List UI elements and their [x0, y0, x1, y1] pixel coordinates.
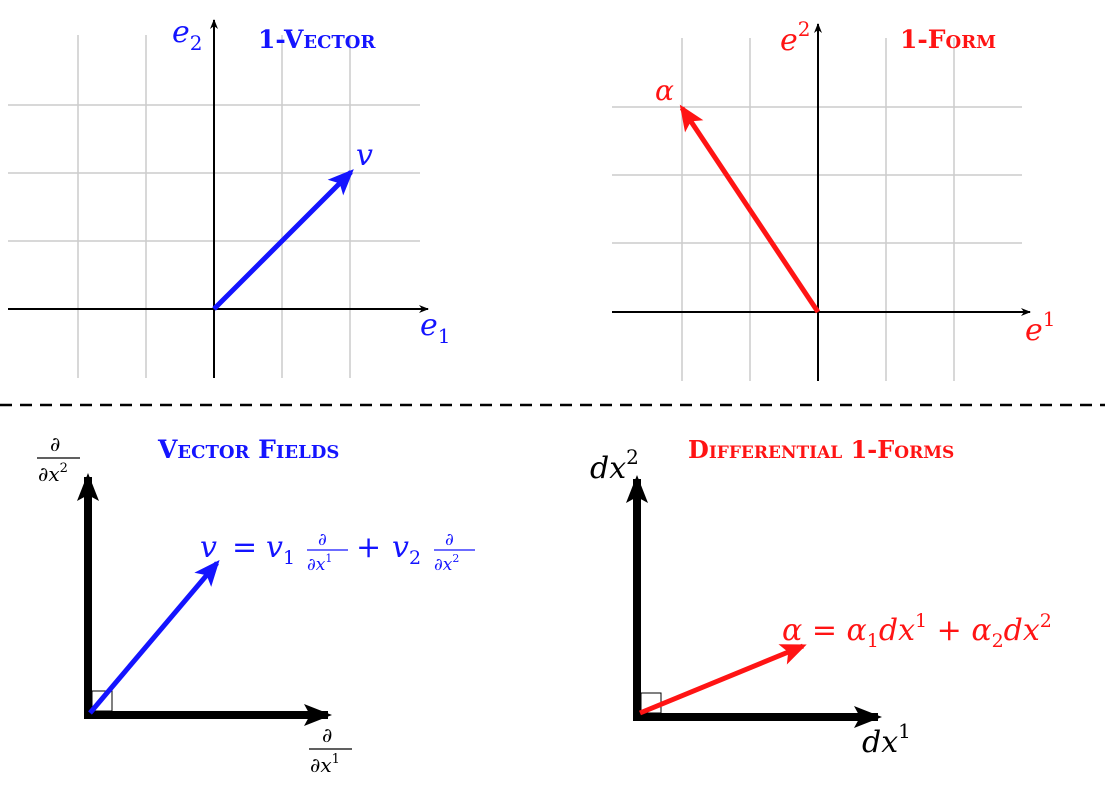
panel-1-form: 1-Form e2 e1 α — [612, 17, 1056, 381]
svg-text:v2: v2 — [392, 530, 421, 569]
vector-field-arrow — [88, 559, 220, 715]
svg-text:∂x1: ∂x1 — [310, 752, 340, 777]
vector-label-v: v — [356, 138, 373, 173]
panel-vector-fields: Vector Fields ∂ ∂x2 ∂ ∂x1 v = v1 ∂ ∂x1 +… — [37, 432, 475, 777]
form-label-alpha: α — [655, 74, 674, 107]
svg-text:=: = — [232, 530, 257, 565]
panel-differential-forms: Differential 1-Forms dx2 dx1 α = α1dx1 +… — [590, 435, 1052, 760]
svg-text:∂x2: ∂x2 — [38, 461, 68, 486]
axis-label-e2: e2 — [172, 15, 203, 55]
svg-text:+: + — [356, 530, 381, 565]
svg-text:∂: ∂ — [50, 432, 60, 456]
axis-label-dx1: dx1 — [862, 719, 911, 760]
axis-label-e1: e1 — [420, 308, 451, 348]
svg-text:∂x1: ∂x1 — [307, 552, 332, 575]
svg-text:∂: ∂ — [322, 723, 332, 747]
form-arrow-alpha — [679, 104, 821, 314]
axis-label-dx2: dx2 — [590, 445, 639, 486]
axis-label-partial-x1: ∂ ∂x1 — [309, 723, 352, 777]
axis-label-e-sup-2: e2 — [780, 17, 811, 58]
differential-form-arrow — [639, 643, 807, 716]
svg-text:v1: v1 — [266, 530, 295, 569]
svg-text:∂: ∂ — [445, 530, 454, 550]
right-angle-marker — [91, 690, 113, 712]
panel-1-vector: 1-Vector e2 e1 v — [8, 15, 451, 378]
panel-title-1-vector: 1-Vector — [258, 25, 376, 54]
equation-vector-field: v = v1 ∂ ∂x1 + v2 ∂ ∂x2 — [200, 530, 475, 575]
panel-title-1-form: 1-Form — [900, 25, 996, 54]
vector-arrow-v — [212, 169, 354, 311]
panel-title-differential-forms: Differential 1-Forms — [688, 435, 954, 464]
axis-label-partial-x2: ∂ ∂x2 — [37, 432, 80, 486]
equation-differential-form: α = α1dx1 + α2dx2 — [782, 600, 1052, 652]
svg-text:∂: ∂ — [318, 530, 327, 550]
svg-text:v: v — [200, 530, 217, 565]
svg-text:∂x2: ∂x2 — [434, 552, 459, 575]
axis-label-e-sup-1: e1 — [1025, 307, 1056, 348]
panel-title-vector-fields: Vector Fields — [157, 435, 339, 464]
